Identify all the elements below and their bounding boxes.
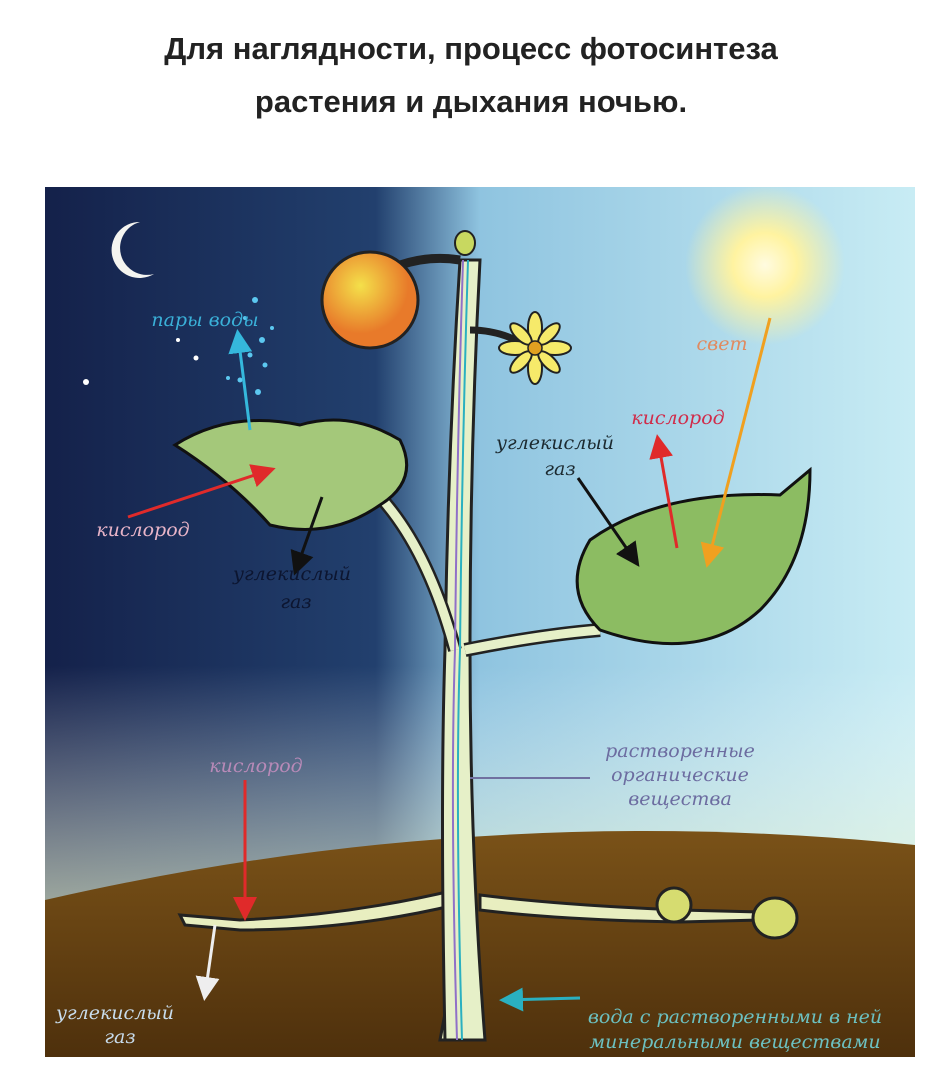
root-co2-arrow: [195, 924, 220, 1001]
arrows: [127, 317, 772, 1012]
label-oxygen-root: кислород: [209, 755, 302, 777]
label-light: свет: [697, 333, 748, 355]
title-line-1: Для наглядности, процесс фотосинтеза: [164, 31, 778, 66]
night-leaf: [172, 418, 409, 531]
label-co2-root-2: газ: [104, 1026, 135, 1048]
moon-icon: [111, 221, 154, 278]
label-co2-night-1: углекислый: [232, 563, 351, 585]
flower-icon: [498, 311, 572, 385]
label-water-vapor: пары воды: [151, 309, 258, 331]
label-oxygen-day: кислород: [631, 407, 724, 429]
label-water-2: минеральными веществами: [589, 1031, 880, 1053]
label-co2-root-1: углекислый: [55, 1002, 174, 1024]
co2-out-arrow: [290, 496, 324, 576]
label-organic-2: органические: [611, 764, 749, 786]
oxygen-out-arrow: [649, 434, 679, 549]
label-organic-1: растворенные: [605, 740, 755, 762]
day-leaf: [575, 466, 812, 646]
label-water-1: вода с растворенными в ней: [588, 1006, 882, 1028]
oxygen-in-arrow: [127, 464, 276, 519]
water-vapor-arrow: [228, 329, 253, 431]
label-co2-day-1: углекислый: [495, 432, 614, 454]
water-in-arrow: [499, 987, 581, 1012]
stars: [83, 338, 199, 385]
bud: [454, 230, 476, 256]
fruit: [320, 250, 420, 350]
label-co2-night-2: газ: [280, 591, 311, 613]
title-line-2: растения и дыхания ночью.: [254, 84, 688, 119]
soil: [45, 831, 915, 1057]
label-co2-day-2: газ: [544, 458, 575, 480]
light-arrow: [700, 317, 772, 568]
label-organic-3: вещества: [628, 788, 732, 810]
label-oxygen-night: кислород: [96, 519, 189, 541]
article-title: Для наглядности, процесс фотосинтеза рас…: [0, 22, 942, 128]
sun-icon: [685, 187, 845, 345]
co2-in-arrow: [576, 477, 640, 567]
